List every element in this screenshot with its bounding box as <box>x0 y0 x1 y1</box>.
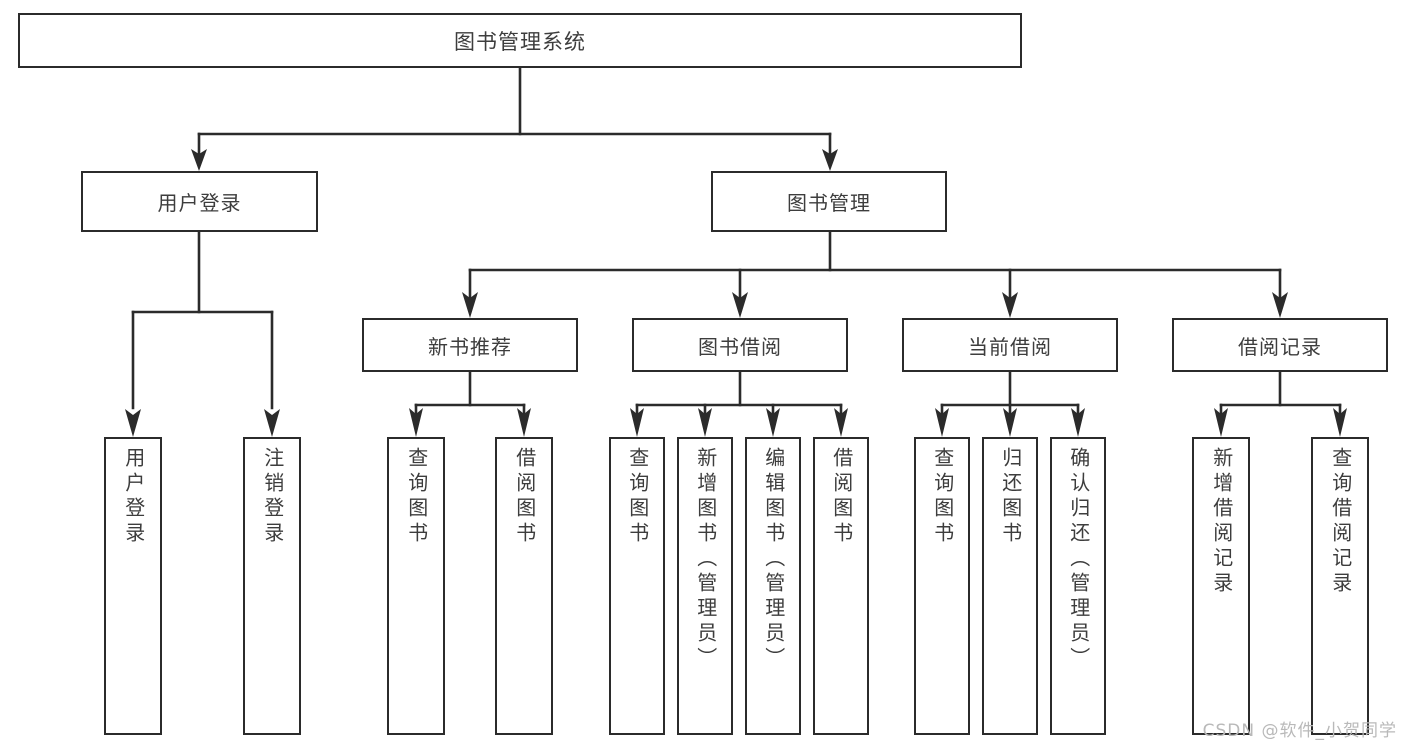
node-new-book-recommend-label: 新书推荐 <box>428 334 512 359</box>
leaf-user-login[interactable]: 用户登录 <box>104 437 162 735</box>
leaf-query-borrow-record-label: 查询借阅记录 <box>1328 447 1353 597</box>
node-current-borrow-label: 当前借阅 <box>968 334 1052 359</box>
node-user-login[interactable]: 用户登录 <box>81 171 318 232</box>
leaf-edit-book-admin[interactable]: 编辑图书（管理员） <box>745 437 801 735</box>
leaf-return-book-label: 归还图书 <box>998 447 1023 547</box>
leaf-logout[interactable]: 注销登录 <box>243 437 301 735</box>
node-borrow-record[interactable]: 借阅记录 <box>1172 318 1388 372</box>
leaf-borrow-book-recommend-label: 借阅图书 <box>512 447 537 547</box>
leaf-logout-label: 注销登录 <box>260 447 285 547</box>
leaf-query-book-current[interactable]: 查询图书 <box>914 437 970 735</box>
leaf-confirm-return-admin[interactable]: 确认归还（管理员） <box>1050 437 1106 735</box>
leaf-query-book-borrow-label: 查询图书 <box>625 447 650 547</box>
leaf-add-book-admin-label: 新增图书（管理员） <box>693 447 718 672</box>
leaf-borrow-book-recommend[interactable]: 借阅图书 <box>495 437 553 735</box>
node-borrow-record-label: 借阅记录 <box>1238 334 1322 359</box>
leaf-edit-book-admin-label: 编辑图书（管理员） <box>761 447 786 672</box>
leaf-user-login-label: 用户登录 <box>121 447 146 547</box>
node-book-borrow[interactable]: 图书借阅 <box>632 318 848 372</box>
leaf-query-book-recommend[interactable]: 查询图书 <box>387 437 445 735</box>
leaf-query-book-recommend-label: 查询图书 <box>404 447 429 547</box>
node-root[interactable]: 图书管理系统 <box>18 13 1022 68</box>
node-root-label: 图书管理系统 <box>454 29 586 54</box>
node-book-borrow-label: 图书借阅 <box>698 334 782 359</box>
leaf-add-book-admin[interactable]: 新增图书（管理员） <box>677 437 733 735</box>
leaf-query-book-borrow[interactable]: 查询图书 <box>609 437 665 735</box>
leaf-query-borrow-record[interactable]: 查询借阅记录 <box>1311 437 1369 735</box>
node-book-management-label: 图书管理 <box>787 191 871 215</box>
node-book-management[interactable]: 图书管理 <box>711 171 947 232</box>
leaf-confirm-return-admin-label: 确认归还（管理员） <box>1066 447 1091 672</box>
leaf-borrow-book-label: 借阅图书 <box>829 447 854 547</box>
node-current-borrow[interactable]: 当前借阅 <box>902 318 1118 372</box>
node-new-book-recommend[interactable]: 新书推荐 <box>362 318 578 372</box>
node-user-login-label: 用户登录 <box>157 191 242 215</box>
leaf-return-book[interactable]: 归还图书 <box>982 437 1038 735</box>
leaf-add-borrow-record[interactable]: 新增借阅记录 <box>1192 437 1250 735</box>
leaf-add-borrow-record-label: 新增借阅记录 <box>1209 447 1234 597</box>
leaf-query-book-current-label: 查询图书 <box>930 447 955 547</box>
leaf-borrow-book[interactable]: 借阅图书 <box>813 437 869 735</box>
